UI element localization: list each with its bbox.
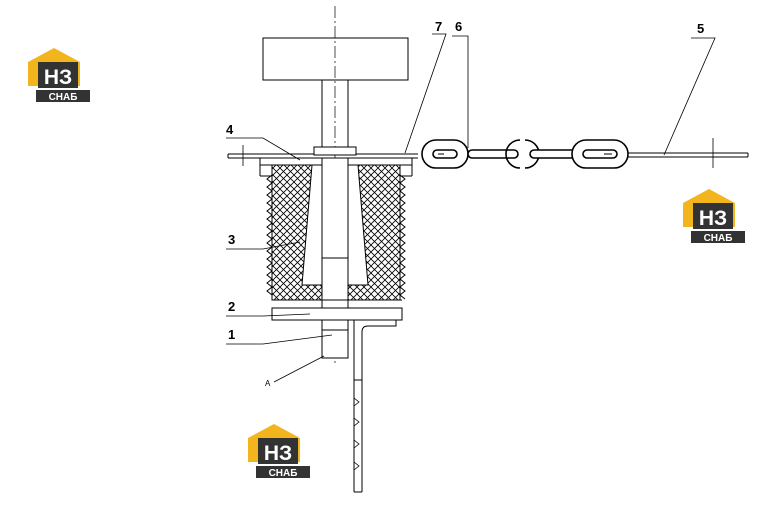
callout-1: 1: [228, 327, 235, 342]
chain: [421, 139, 629, 169]
svg-text:СНАБ: СНАБ: [49, 92, 78, 103]
vertical-strip: [353, 380, 363, 493]
leader-lines: [226, 33, 716, 383]
angle-bracket: [353, 319, 397, 381]
svg-text:НЗ: НЗ: [44, 66, 72, 89]
callout-7: 7: [435, 19, 442, 34]
rod: [321, 6, 349, 365]
watermark-logo-bottom: НЗ СНАБ: [248, 424, 310, 479]
view-mark-a: A: [265, 379, 271, 388]
svg-text:НЗ: НЗ: [699, 207, 727, 230]
callout-3: 3: [228, 232, 235, 247]
top-plate: [262, 37, 409, 81]
callout-6: 6: [455, 19, 462, 34]
top-washer: [313, 146, 357, 156]
watermark-logo-right: НЗ СНАБ: [683, 189, 745, 244]
bolt: [321, 157, 349, 359]
serrated-edge-right: [399, 174, 406, 300]
serrated-edge-left: [266, 174, 273, 296]
svg-text:СНАБ: СНАБ: [269, 468, 298, 479]
callout-4: 4: [226, 122, 234, 137]
callout-5: 5: [697, 21, 704, 36]
base-plate: [271, 307, 403, 321]
watermark-logo-top-left: НЗ СНАБ: [28, 48, 90, 103]
callout-2: 2: [228, 299, 235, 314]
svg-text:НЗ: НЗ: [264, 442, 292, 465]
svg-text:СНАБ: СНАБ: [704, 233, 733, 244]
